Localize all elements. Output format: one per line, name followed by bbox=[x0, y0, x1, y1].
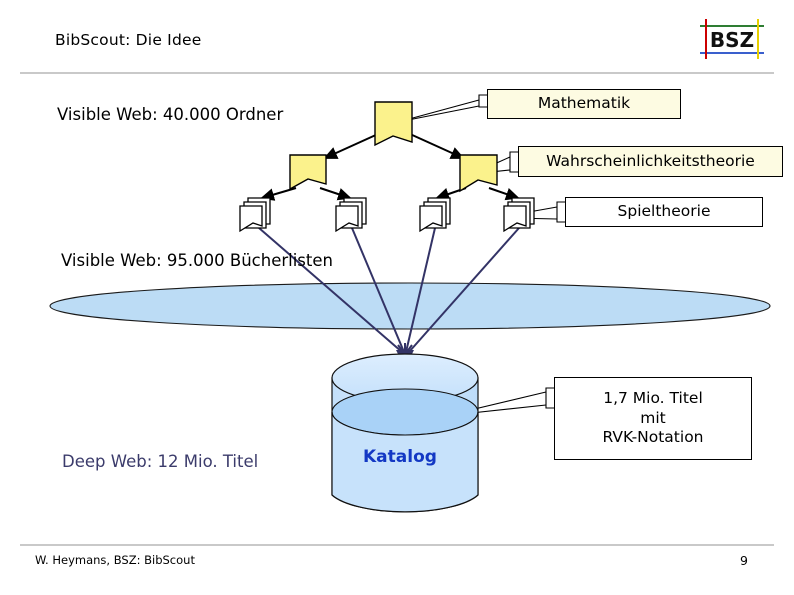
document-stack-2 bbox=[335, 197, 367, 233]
header-divider bbox=[20, 72, 774, 74]
document-stack-3 bbox=[419, 197, 451, 233]
catalog-label: Katalog bbox=[363, 447, 437, 467]
callout-rvk-line1: 1,7 Mio. Titel bbox=[603, 388, 703, 407]
folder-left bbox=[289, 154, 327, 191]
callout-rvk-line3: RVK-Notation bbox=[602, 428, 704, 447]
caption-visible-web-ordner: Visible Web: 40.000 Ordner bbox=[57, 105, 284, 124]
catalog-cylinder bbox=[331, 353, 479, 513]
callout-spieltheorie: Spieltheorie bbox=[565, 197, 763, 227]
caption-visible-web-buecherlisten: Visible Web: 95.000 Bücherlisten bbox=[61, 251, 333, 270]
callout-wahrscheinlichkeitstheorie: Wahrscheinlichkeitstheorie bbox=[518, 146, 783, 177]
document-stack-4 bbox=[503, 197, 535, 233]
bsz-logo: BSZ bbox=[696, 17, 768, 61]
page-title: BibScout: Die Idee bbox=[55, 31, 202, 49]
folder-right bbox=[459, 154, 498, 193]
caption-deep-web: Deep Web: 12 Mio. Titel bbox=[62, 452, 259, 471]
document-stack-1 bbox=[239, 197, 271, 233]
callout-rvk-line2: mit bbox=[640, 408, 666, 427]
converging-lines bbox=[258, 227, 520, 353]
logo-text: BSZ bbox=[710, 28, 754, 52]
folder-root bbox=[374, 101, 413, 147]
page-number: 9 bbox=[740, 553, 748, 568]
callout-rvk-notation: 1,7 Mio. Titel mit RVK-Notation bbox=[554, 377, 752, 460]
callout-mathematik: Mathematik bbox=[487, 89, 681, 119]
footer-divider bbox=[20, 544, 774, 546]
footer-text: W. Heymans, BSZ: BibScout bbox=[35, 553, 195, 567]
visible-web-disc bbox=[49, 282, 771, 330]
